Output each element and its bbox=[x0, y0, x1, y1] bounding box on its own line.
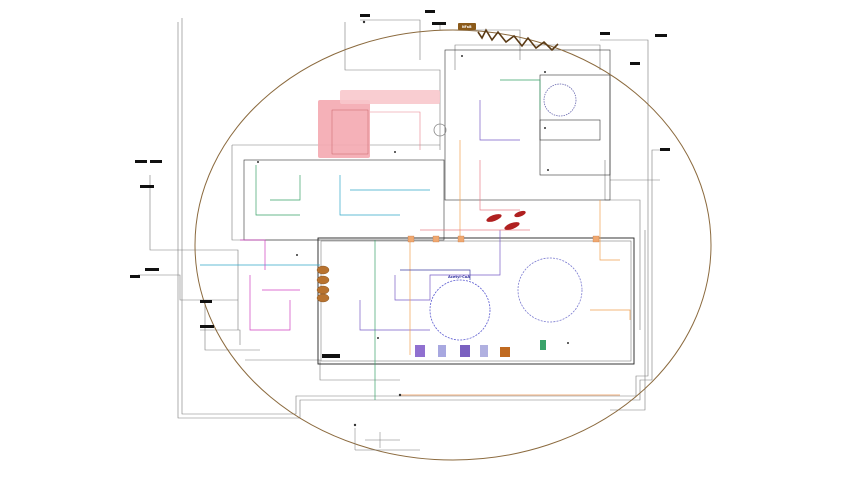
metabolic-cycles bbox=[429, 83, 583, 341]
pathway-lines bbox=[200, 79, 631, 400]
membrane-receptor-chain bbox=[477, 28, 559, 52]
orange-enzyme-stack bbox=[316, 265, 330, 303]
dark-label-boxes bbox=[130, 10, 670, 358]
bottom-pathway bbox=[354, 428, 420, 451]
inner-compartment bbox=[317, 237, 635, 365]
region-boxes bbox=[243, 49, 611, 241]
outer-grey-routes bbox=[138, 18, 660, 419]
top-banner-label: NFκB bbox=[462, 25, 472, 29]
node-markers bbox=[257, 20, 569, 427]
cell-membrane bbox=[194, 29, 712, 461]
bottom-complexes bbox=[415, 340, 546, 357]
top-banner: NFκB bbox=[458, 23, 476, 30]
core-title: Acetyl-CoA bbox=[448, 275, 470, 279]
membrane-channels bbox=[407, 235, 600, 243]
red-pathway-region bbox=[318, 90, 440, 158]
red-protein-blobs bbox=[486, 210, 526, 230]
